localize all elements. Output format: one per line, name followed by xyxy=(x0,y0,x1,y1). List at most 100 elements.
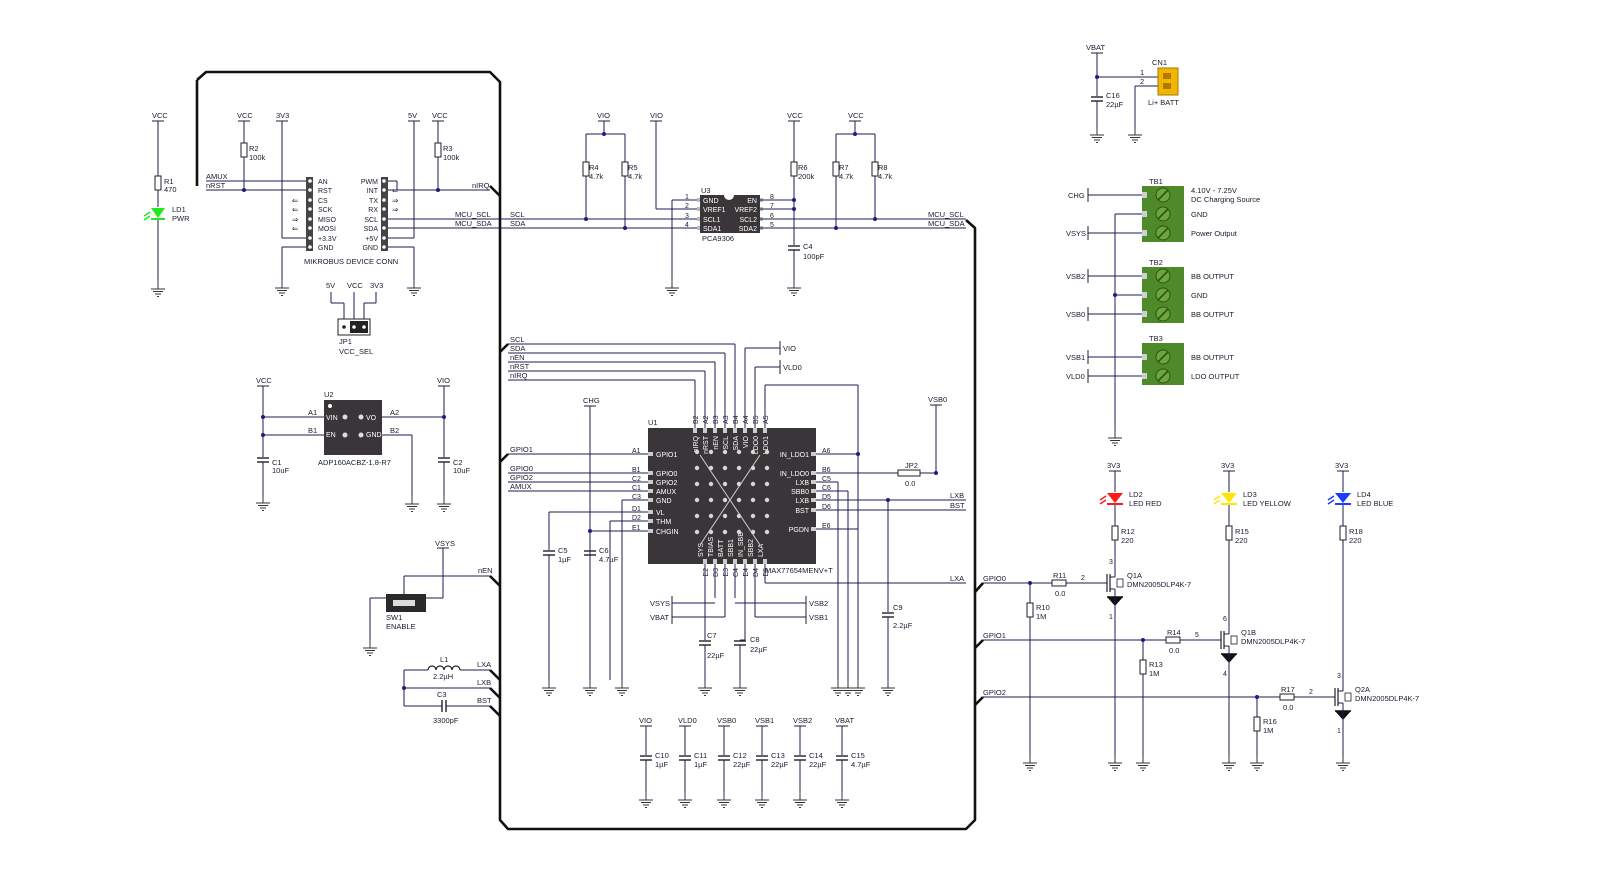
mikrobus-arrow-icon: ⇐ xyxy=(292,196,299,205)
cap-ref: C10 xyxy=(655,751,669,760)
svg-text:BST: BST xyxy=(950,501,965,510)
svg-text:nIRQ: nIRQ xyxy=(472,181,490,190)
u1-ball-label: D5 xyxy=(822,494,831,501)
svg-text:R7: R7 xyxy=(839,163,849,172)
pwr-led-icon xyxy=(151,208,165,218)
u1-pin-label: GPIO0 xyxy=(656,471,678,478)
battery-connector-icon[interactable] xyxy=(1157,67,1179,96)
svg-text:R2: R2 xyxy=(249,144,259,153)
u1-ball-label: D2 xyxy=(632,515,641,522)
transistor-pin-number: 2 xyxy=(1081,575,1085,582)
u1-pin-label: nEN xyxy=(713,436,720,450)
svg-text:C6: C6 xyxy=(599,546,609,555)
led-label: LED RED xyxy=(1129,499,1162,508)
svg-text:VSB0: VSB0 xyxy=(928,395,947,404)
led-ref: LD3 xyxy=(1243,490,1257,499)
u1-pin-label: GPIO1 xyxy=(656,452,678,459)
mikrobus-left-pin-label: MISO xyxy=(318,217,336,224)
svg-text:B1: B1 xyxy=(308,426,317,435)
u1-ball-label: E1 xyxy=(632,525,641,532)
u1-ball-label: B4 xyxy=(733,415,740,424)
u3-pin-label: SCL2 xyxy=(739,217,757,224)
jp1-vcc-selector[interactable]: 5V VCC 3V3 JP1 VCC_SEL xyxy=(326,281,383,356)
svg-text:JP1: JP1 xyxy=(339,337,352,346)
u1-ball-label: D3 xyxy=(713,568,720,577)
led-blue-icon xyxy=(1335,493,1351,503)
svg-text:3V3: 3V3 xyxy=(370,281,383,290)
cap-ref: C15 xyxy=(851,751,865,760)
svg-text:EN: EN xyxy=(326,432,336,439)
cap-value: 4.7µF xyxy=(851,760,871,769)
svg-text:4.7k: 4.7k xyxy=(839,172,853,181)
u1-ball-label: E5 xyxy=(763,568,770,577)
svg-text:SCL: SCL xyxy=(510,335,525,344)
mikrobus-arrow-icon: ⇒ xyxy=(392,196,399,205)
svg-text:22µF: 22µF xyxy=(750,645,768,654)
svg-text:A2: A2 xyxy=(390,408,399,417)
svg-text:VIO: VIO xyxy=(783,344,796,353)
svg-text:10uF: 10uF xyxy=(272,466,290,475)
resistor-value: 220 xyxy=(1349,536,1362,545)
resistor-value: 0.0 xyxy=(1169,646,1179,655)
u1-ball-label: B3 xyxy=(713,415,720,424)
svg-text:4.7k: 4.7k xyxy=(628,172,642,181)
mikrobus-pin xyxy=(382,245,386,249)
resistor-ref: R11 xyxy=(1053,571,1066,580)
u3-pin-number: 3 xyxy=(685,213,689,220)
svg-text:MCU_SCL: MCU_SCL xyxy=(455,210,491,219)
svg-text:VLD0: VLD0 xyxy=(783,363,802,372)
svg-text:MCU_SDA: MCU_SDA xyxy=(928,219,965,228)
mikrobus-left-pin-label: +3.3V xyxy=(318,236,337,243)
cap-ref: C12 xyxy=(733,751,747,760)
svg-text:VBAT: VBAT xyxy=(650,613,669,622)
cap-value: 1µF xyxy=(655,760,668,769)
u1-pin-label: TBIAS xyxy=(708,536,715,557)
svg-text:470: 470 xyxy=(164,185,177,194)
mikrobus-pin xyxy=(308,188,312,192)
svg-text:nEN: nEN xyxy=(478,566,493,575)
ld1-pwr-led-circuit: VCC R1 470 LD1 PWR xyxy=(143,111,190,297)
svg-text:C1: C1 xyxy=(272,458,282,467)
cap-net-label: VSB1 xyxy=(755,716,774,725)
u1-pin-label: LXA xyxy=(758,543,765,557)
u1-pin-label: LDO0 xyxy=(753,436,760,454)
led-supply-label: 3V3 xyxy=(1221,461,1234,470)
u3-pin-label: VREF1 xyxy=(703,207,726,214)
u2-ldo-regulator: VCC A1 B1 C1 10uF U2 VIN EN VO GND ADP16… xyxy=(255,376,471,512)
svg-text:GPIO0: GPIO0 xyxy=(510,464,533,473)
led-ref: LD2 xyxy=(1129,490,1143,499)
led-supply-label: 3V3 xyxy=(1335,461,1348,470)
u1-ball-label: B1 xyxy=(632,467,641,474)
svg-text:VSB2: VSB2 xyxy=(1066,272,1085,281)
u1-pin-label: SBB0 xyxy=(791,489,809,496)
svg-text:VIN: VIN xyxy=(326,415,338,422)
svg-text:VCC: VCC xyxy=(432,111,448,120)
transistor-pin-number: 3 xyxy=(1337,673,1341,680)
svg-text:nRST: nRST xyxy=(510,362,530,371)
svg-text:VBAT: VBAT xyxy=(1086,43,1105,52)
mikrobus-pin xyxy=(382,179,386,183)
u1-pin-label: THM xyxy=(656,519,671,526)
mikrobus-right-pin-label: GND xyxy=(362,245,378,252)
svg-text:3V3: 3V3 xyxy=(276,111,289,120)
svg-text:A1: A1 xyxy=(308,408,317,417)
u1-ball-label: E6 xyxy=(822,523,831,530)
cap-value: 22µF xyxy=(771,760,789,769)
svg-text:MCU_SCL: MCU_SCL xyxy=(928,210,964,219)
mikrobus-connector: VCC R2 100k 3V3 AMUX nRST ANRSTCS⇐SCK⇐MI… xyxy=(206,111,700,296)
u1-pin-label: BATT xyxy=(718,539,725,557)
u3-pin-number: 2 xyxy=(685,203,689,210)
mikrobus-arrow-icon: ⇐ xyxy=(292,205,299,214)
svg-text:C7: C7 xyxy=(707,631,717,640)
led-label: LED YELLOW xyxy=(1243,499,1292,508)
svg-text:Li+ BATT: Li+ BATT xyxy=(1148,98,1179,107)
mikrobus-pin xyxy=(382,226,386,230)
sw1-enable-switch[interactable]: VSYS nEN SW1 ENABLE xyxy=(362,539,493,656)
svg-text:CHG: CHG xyxy=(1068,191,1085,200)
transistor-part: DMN2005DLP4K-7 xyxy=(1127,580,1191,589)
svg-text:VLD0: VLD0 xyxy=(1066,372,1085,381)
svg-text:CN1: CN1 xyxy=(1152,58,1167,67)
mikrobus-right-pin-label: TX xyxy=(369,198,378,205)
svg-text:5V: 5V xyxy=(326,281,335,290)
